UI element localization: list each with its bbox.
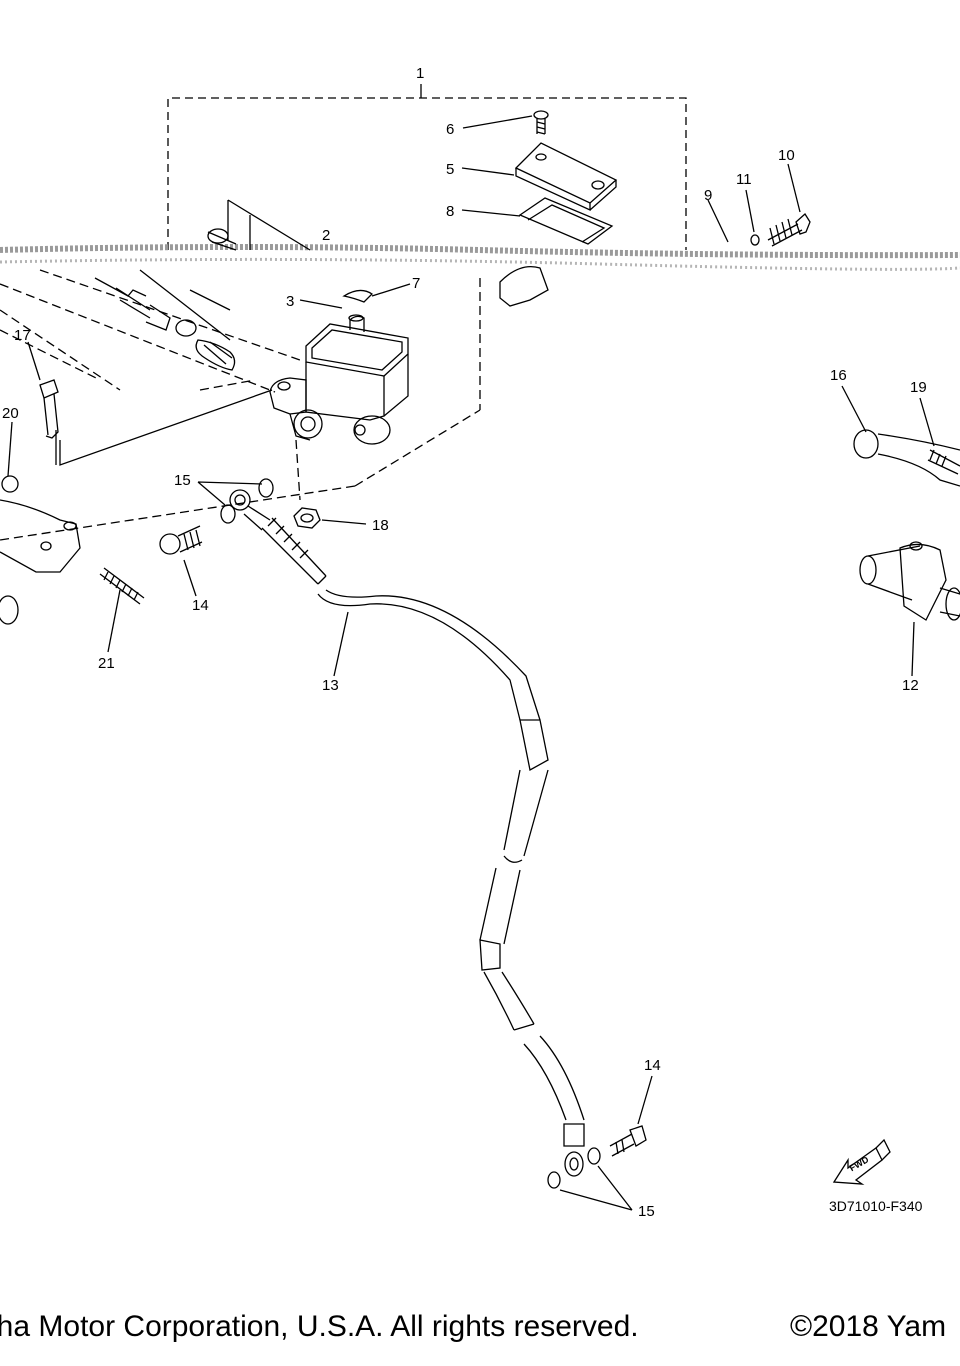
- callout-10: 10: [778, 147, 795, 164]
- nut-part-18: [293, 507, 321, 529]
- callout-21: 21: [98, 655, 115, 672]
- diaphragm-part-8: [518, 197, 614, 245]
- washer-part-15-d: [587, 1147, 601, 1165]
- callout-6: 6: [446, 121, 454, 138]
- stud-part-21: [99, 567, 145, 605]
- callout-14-upper: 14: [192, 597, 209, 614]
- callout-12: 12: [902, 677, 919, 694]
- pivot-bolt-part-17: [39, 379, 59, 439]
- fwd-label: FWD: [848, 1154, 871, 1173]
- callout-3: 3: [286, 293, 294, 310]
- callout-13: 13: [322, 677, 339, 694]
- callout-17: 17: [14, 327, 31, 344]
- reservoir-cap-part-5: [514, 142, 618, 212]
- assembly-bracket: [167, 97, 687, 250]
- washer-part-15-a: [220, 504, 236, 524]
- copyright-right: ©2018 Yam: [790, 1310, 947, 1343]
- lever-part-16: [853, 429, 960, 487]
- washer-part-11: [750, 234, 760, 246]
- clamp-part-12: [859, 541, 960, 621]
- brake-hose-part-13: [229, 489, 585, 1177]
- callout-14-lower: 14: [644, 1057, 661, 1074]
- copyright-footer: aha Motor Corporation, U.S.A. All rights…: [0, 1310, 960, 1350]
- master-cylinder-body: [269, 314, 409, 445]
- callout-9: 9: [704, 187, 712, 204]
- bolt-part-10: [767, 213, 811, 247]
- dashed-guides: [0, 269, 481, 541]
- figure-code: 3D71010-F340: [829, 1198, 923, 1214]
- callout-8: 8: [446, 203, 454, 220]
- screw-part-6: [533, 110, 549, 135]
- callout-11: 11: [736, 171, 752, 188]
- callout-2: 2: [322, 227, 330, 244]
- bolt-part-19: [927, 449, 960, 475]
- callout-15-upper: 15: [174, 472, 191, 489]
- callout-19: 19: [910, 379, 927, 396]
- callout-20: 20: [2, 405, 19, 422]
- clamp-part-9: [499, 265, 549, 307]
- reservoir-top-ring: [342, 289, 374, 303]
- piston-kit: [94, 199, 311, 371]
- callout-18: 18: [372, 517, 389, 534]
- washer-part-15-c: [547, 1171, 561, 1189]
- callout-1: 1: [416, 65, 424, 82]
- copyright-left: aha Motor Corporation, U.S.A. All rights…: [0, 1310, 639, 1343]
- scan-noise-band: [0, 244, 960, 259]
- callout-15-lower: 15: [638, 1203, 655, 1220]
- callout-5: 5: [446, 161, 454, 178]
- banjo-bolt-part-14-lower: [609, 1125, 647, 1157]
- callout-16: 16: [830, 367, 847, 384]
- banjo-bolt-part-14: [159, 525, 203, 555]
- fwd-arrow-icon: [832, 1138, 891, 1185]
- washer-part-15-b: [258, 478, 274, 498]
- callout-7: 7: [412, 275, 420, 292]
- lever-bracket-part-20: [0, 475, 81, 625]
